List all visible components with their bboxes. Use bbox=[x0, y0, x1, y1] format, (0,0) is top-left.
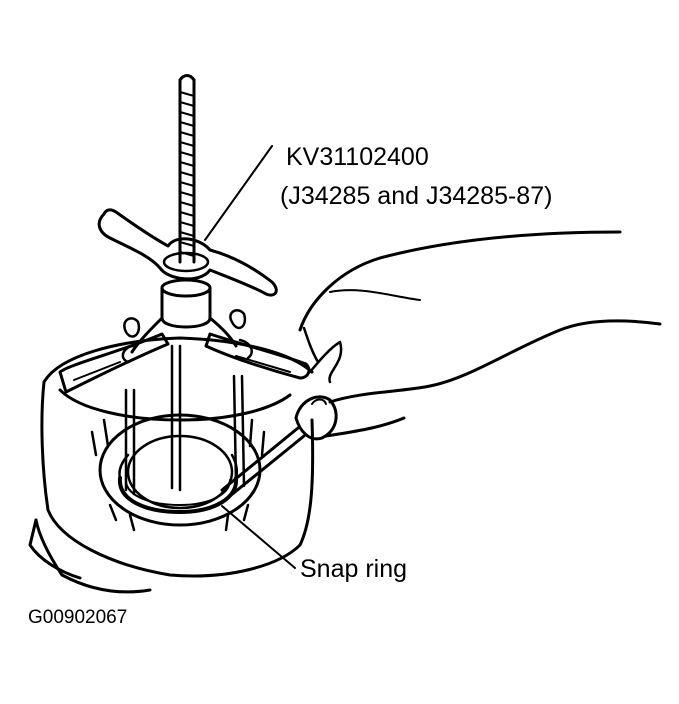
tool-leader-line bbox=[204, 145, 273, 241]
tool-number-label: KV31102400 bbox=[286, 143, 429, 171]
compressor-tool bbox=[58, 278, 311, 496]
tool-alternates-label: (J34285 and J34285-87) bbox=[280, 182, 553, 210]
snap-ring-leader-line bbox=[221, 505, 296, 569]
snap-ring bbox=[117, 453, 239, 514]
wing-handle bbox=[97, 208, 278, 297]
screwdriver bbox=[220, 395, 338, 498]
hand bbox=[298, 230, 662, 438]
snap-ring-label: Snap ring bbox=[300, 555, 408, 583]
figure-id: G00902067 bbox=[28, 607, 128, 628]
threaded-shaft bbox=[178, 74, 196, 264]
